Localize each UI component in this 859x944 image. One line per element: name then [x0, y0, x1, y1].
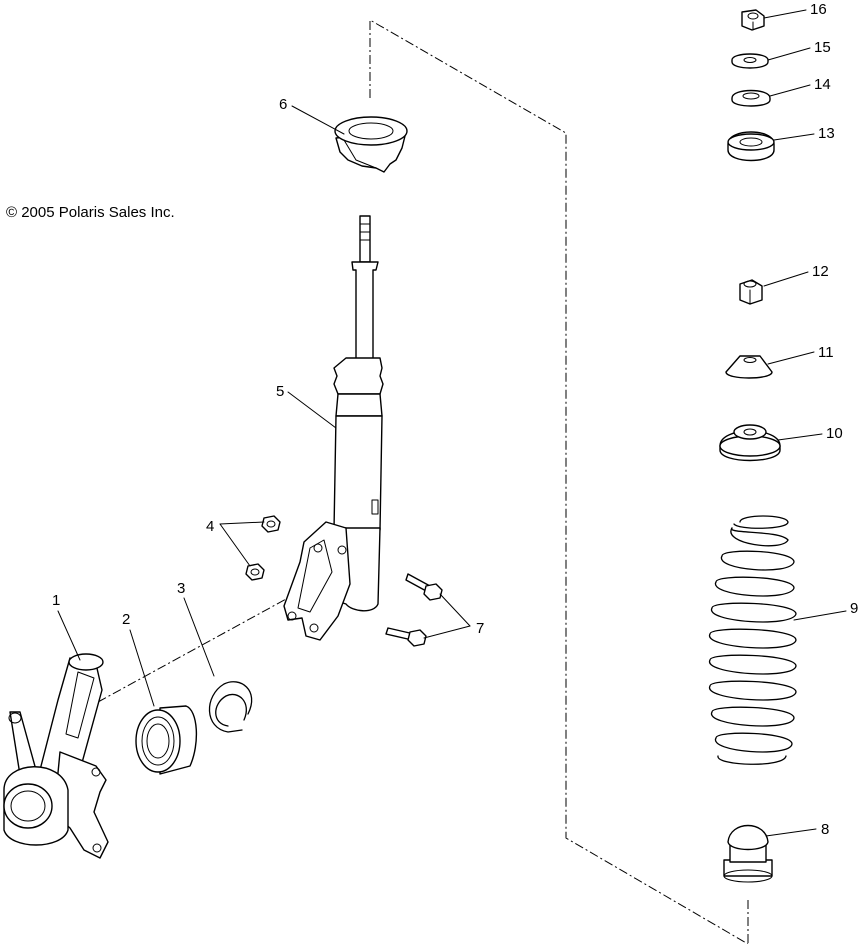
callout-numbers: 1 2 3 4 5 6 7 8 9 10 11 12 13 14 15 16 — [52, 1, 858, 838]
callout-9: 9 — [850, 600, 858, 617]
part-8-spring-seat-isolator — [723, 825, 773, 883]
callout-16: 16 — [810, 1, 827, 18]
leader-lines — [57, 9, 847, 837]
callout-5: 5 — [276, 383, 284, 400]
assembly-dash-lines — [97, 19, 749, 944]
callout-7: 7 — [476, 620, 484, 637]
copyright-notice: © 2005 Polaris Sales Inc. — [6, 204, 175, 221]
part-15-flat-washer — [731, 53, 769, 69]
part-9-coil-spring — [709, 515, 797, 765]
part-14-washer — [731, 89, 771, 107]
callout-1: 1 — [52, 592, 60, 609]
part-2-wheel-bearing — [135, 705, 198, 775]
callout-8: 8 — [821, 821, 829, 838]
callout-14: 14 — [814, 76, 831, 93]
part-7-bolts — [385, 573, 443, 647]
part-1-steering-knuckle — [3, 653, 109, 859]
callout-11: 11 — [818, 344, 834, 361]
callout-6: 6 — [279, 96, 287, 113]
part-6-upper-spring-seat — [334, 116, 408, 173]
callout-10: 10 — [826, 425, 843, 442]
part-10-spring-seat — [719, 424, 781, 462]
callout-2: 2 — [122, 611, 130, 628]
part-3-snap-ring — [208, 681, 253, 733]
callout-12: 12 — [812, 263, 829, 280]
part-5-strut — [283, 215, 384, 641]
part-4-nuts — [245, 515, 281, 581]
part-12-nut — [739, 279, 763, 305]
part-16-top-nut — [741, 9, 765, 31]
callout-13: 13 — [818, 125, 835, 142]
callout-15: 15 — [814, 39, 831, 56]
part-13-bushing — [727, 131, 775, 162]
callout-3: 3 — [177, 580, 185, 597]
part-11-cone-washer — [725, 355, 773, 379]
callout-4: 4 — [206, 518, 214, 535]
